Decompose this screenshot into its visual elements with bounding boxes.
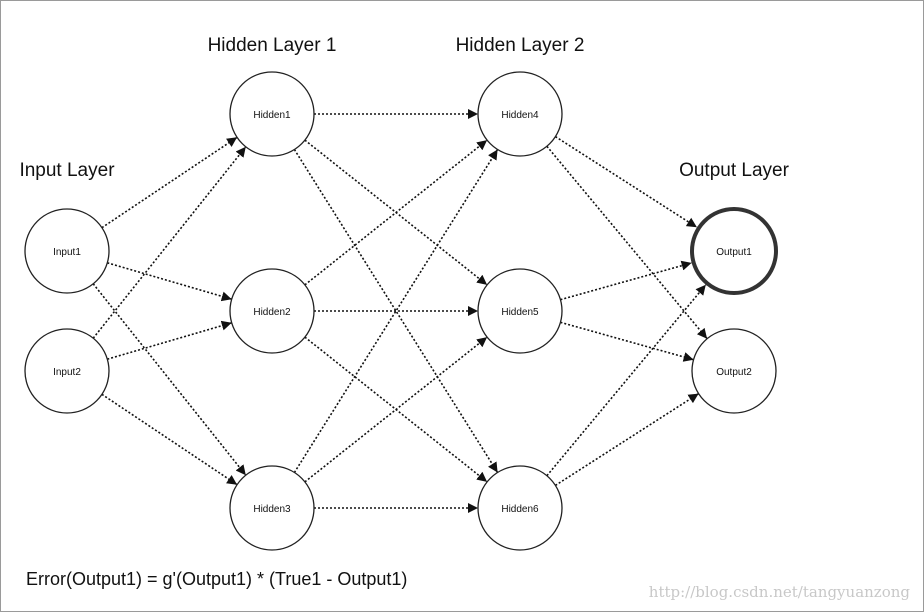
edge-hidden5-to-output2	[560, 321, 694, 362]
edge-hidden4-to-output2	[546, 145, 708, 340]
node-hidden5: Hidden5	[477, 268, 563, 354]
watermark: http://blog.csdn.net/tangyuanzong	[649, 583, 911, 601]
node-hidden4-circle	[477, 71, 563, 157]
edge-hidden3-to-hidden5	[304, 336, 488, 483]
node-hidden2: Hidden2	[229, 268, 315, 354]
node-hidden6-circle	[477, 465, 563, 551]
layer-title-hidden1: Hidden Layer 1	[208, 35, 337, 56]
edge-hidden6-to-output1	[546, 284, 707, 477]
node-hidden1-circle	[229, 71, 315, 157]
node-input1: Input1	[24, 208, 110, 294]
edge-input2-to-hidden3	[101, 393, 238, 486]
node-output1-label: Output1	[716, 247, 752, 258]
connections-group	[92, 109, 708, 513]
node-output1-circle	[690, 207, 778, 295]
node-hidden2-circle	[229, 268, 315, 354]
node-input2-label: Input2	[53, 367, 81, 378]
node-hidden1: Hidden1	[229, 71, 315, 157]
node-output2-circle	[691, 328, 777, 414]
edge-input1-to-hidden2	[107, 262, 232, 302]
edge-input1-to-hidden1	[101, 136, 238, 229]
node-hidden3: Hidden3	[229, 465, 315, 551]
edge-input2-to-hidden2	[107, 320, 232, 360]
edge-hidden4-to-output1	[554, 135, 698, 228]
node-hidden1-label: Hidden1	[253, 110, 291, 121]
edge-hidden2-to-hidden4	[304, 139, 488, 286]
node-output1: Output1	[690, 207, 778, 295]
node-output2: Output2	[691, 328, 777, 414]
node-output2-label: Output2	[716, 367, 752, 378]
node-input2: Input2	[24, 328, 110, 414]
node-hidden3-label: Hidden3	[253, 504, 291, 515]
node-hidden3-circle	[229, 465, 315, 551]
node-input1-circle	[24, 208, 110, 294]
node-input2-circle	[24, 328, 110, 414]
node-hidden5-circle	[477, 268, 563, 354]
error-formula: Error(Output1) = g'(Output1) * (True1 - …	[26, 569, 407, 589]
edge-hidden6-to-output2	[554, 392, 700, 487]
edge-input2-to-hidden1	[92, 146, 247, 339]
node-hidden4-label: Hidden4	[501, 110, 539, 121]
node-input1-label: Input1	[53, 247, 81, 258]
layer-title-input: Input Layer	[19, 160, 115, 181]
layer-title-output: Output Layer	[679, 160, 790, 181]
edge-hidden5-to-output1	[560, 260, 692, 301]
edge-input1-to-hidden3	[92, 283, 247, 476]
node-hidden5-label: Hidden5	[501, 307, 539, 318]
node-hidden4: Hidden4	[477, 71, 563, 157]
node-hidden6: Hidden6	[477, 465, 563, 551]
node-hidden2-label: Hidden2	[253, 307, 291, 318]
node-hidden6-label: Hidden6	[501, 504, 539, 515]
layer-title-hidden2: Hidden Layer 2	[456, 35, 585, 56]
